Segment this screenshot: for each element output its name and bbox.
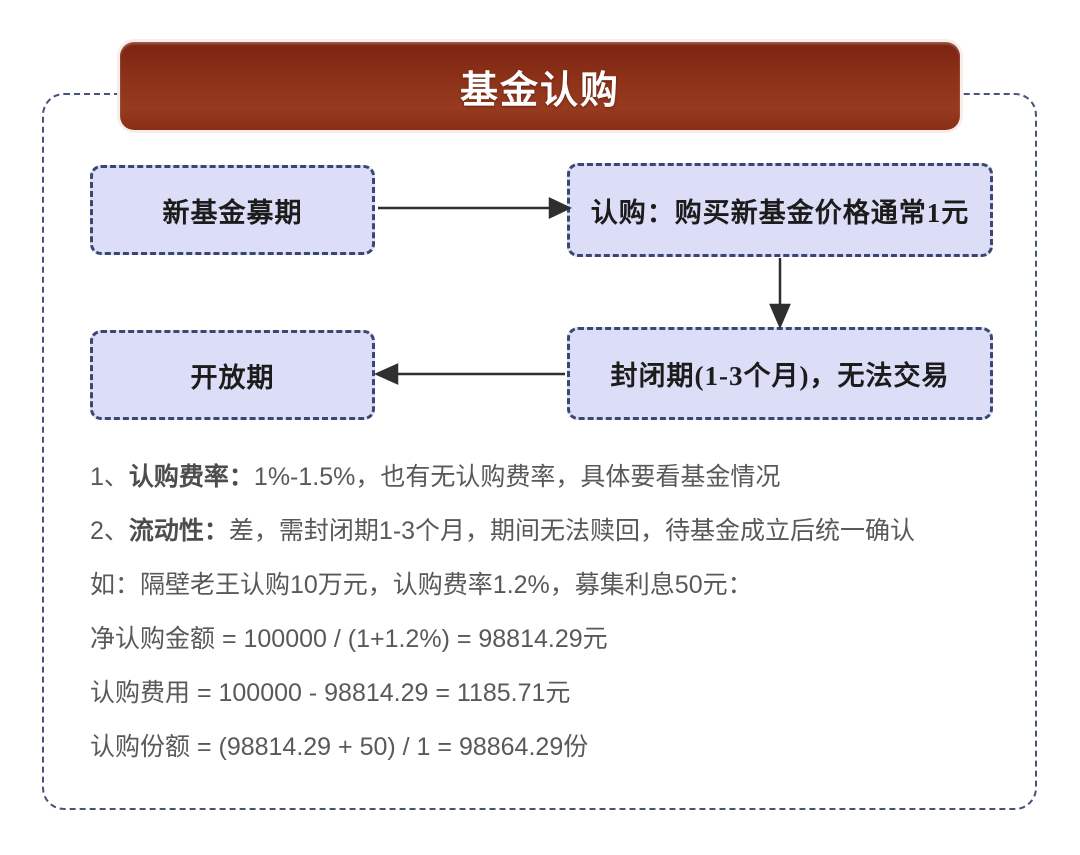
flow-box-label: 封闭期(1-3个月)，无法交易	[610, 361, 950, 391]
note-text: 净认购金额 = 100000 / (1+1.2%) = 98814.29元	[90, 625, 608, 653]
flow-box-subscription-price: 认购：购买新基金价格通常1元	[567, 163, 993, 257]
note-formula-shares: 认购份额 = (98814.29 + 50) / 1 = 98864.29份	[90, 732, 990, 763]
notes-section: 1、认购费率：1%-1.5%，也有无认购费率，具体要看基金情况 2、流动性：差，…	[90, 462, 990, 786]
note-liquidity: 2、流动性：差，需封闭期1-3个月，期间无法赎回，待基金成立后统一确认	[90, 516, 990, 547]
note-text: 认购费用 = 100000 - 98814.29 = 1185.71元	[90, 679, 571, 707]
flow-box-new-fund-raising-period: 新基金募期	[90, 165, 375, 255]
page-title: 基金认购	[459, 69, 620, 112]
flow-box-open-period: 开放期	[90, 330, 375, 420]
note-subscription-fee: 1、认购费率：1%-1.5%，也有无认购费率，具体要看基金情况	[90, 462, 990, 493]
note-formula-net-amount: 净认购金额 = 100000 / (1+1.2%) = 98814.29元	[90, 624, 990, 655]
note-formula-fee: 认购费用 = 100000 - 98814.29 = 1185.71元	[90, 678, 990, 709]
note-term: 流动性：	[128, 517, 229, 545]
diagram-title-banner: 基金认购	[120, 42, 960, 130]
note-text: 认购份额 = (98814.29 + 50) / 1 = 98864.29份	[90, 733, 589, 761]
flow-box-label: 认购：购买新基金价格通常1元	[590, 197, 970, 228]
note-number: 2、	[90, 517, 129, 545]
note-number: 1、	[90, 463, 129, 491]
flow-box-closed-period: 封闭期(1-3个月)，无法交易	[567, 327, 993, 420]
flow-box-label: 开放期	[190, 362, 275, 393]
note-term: 认购费率：	[128, 463, 254, 491]
flow-box-label: 新基金募期	[162, 197, 303, 228]
note-example-intro: 如：隔壁老王认购10万元，认购费率1.2%，募集利息50元：	[90, 570, 990, 601]
note-text: 差，需封闭期1-3个月，期间无法赎回，待基金成立后统一确认	[228, 517, 916, 545]
note-text: 如：隔壁老王认购10万元，认购费率1.2%，募集利息50元：	[90, 571, 753, 599]
note-text: 1%-1.5%，也有无认购费率，具体要看基金情况	[253, 463, 781, 491]
